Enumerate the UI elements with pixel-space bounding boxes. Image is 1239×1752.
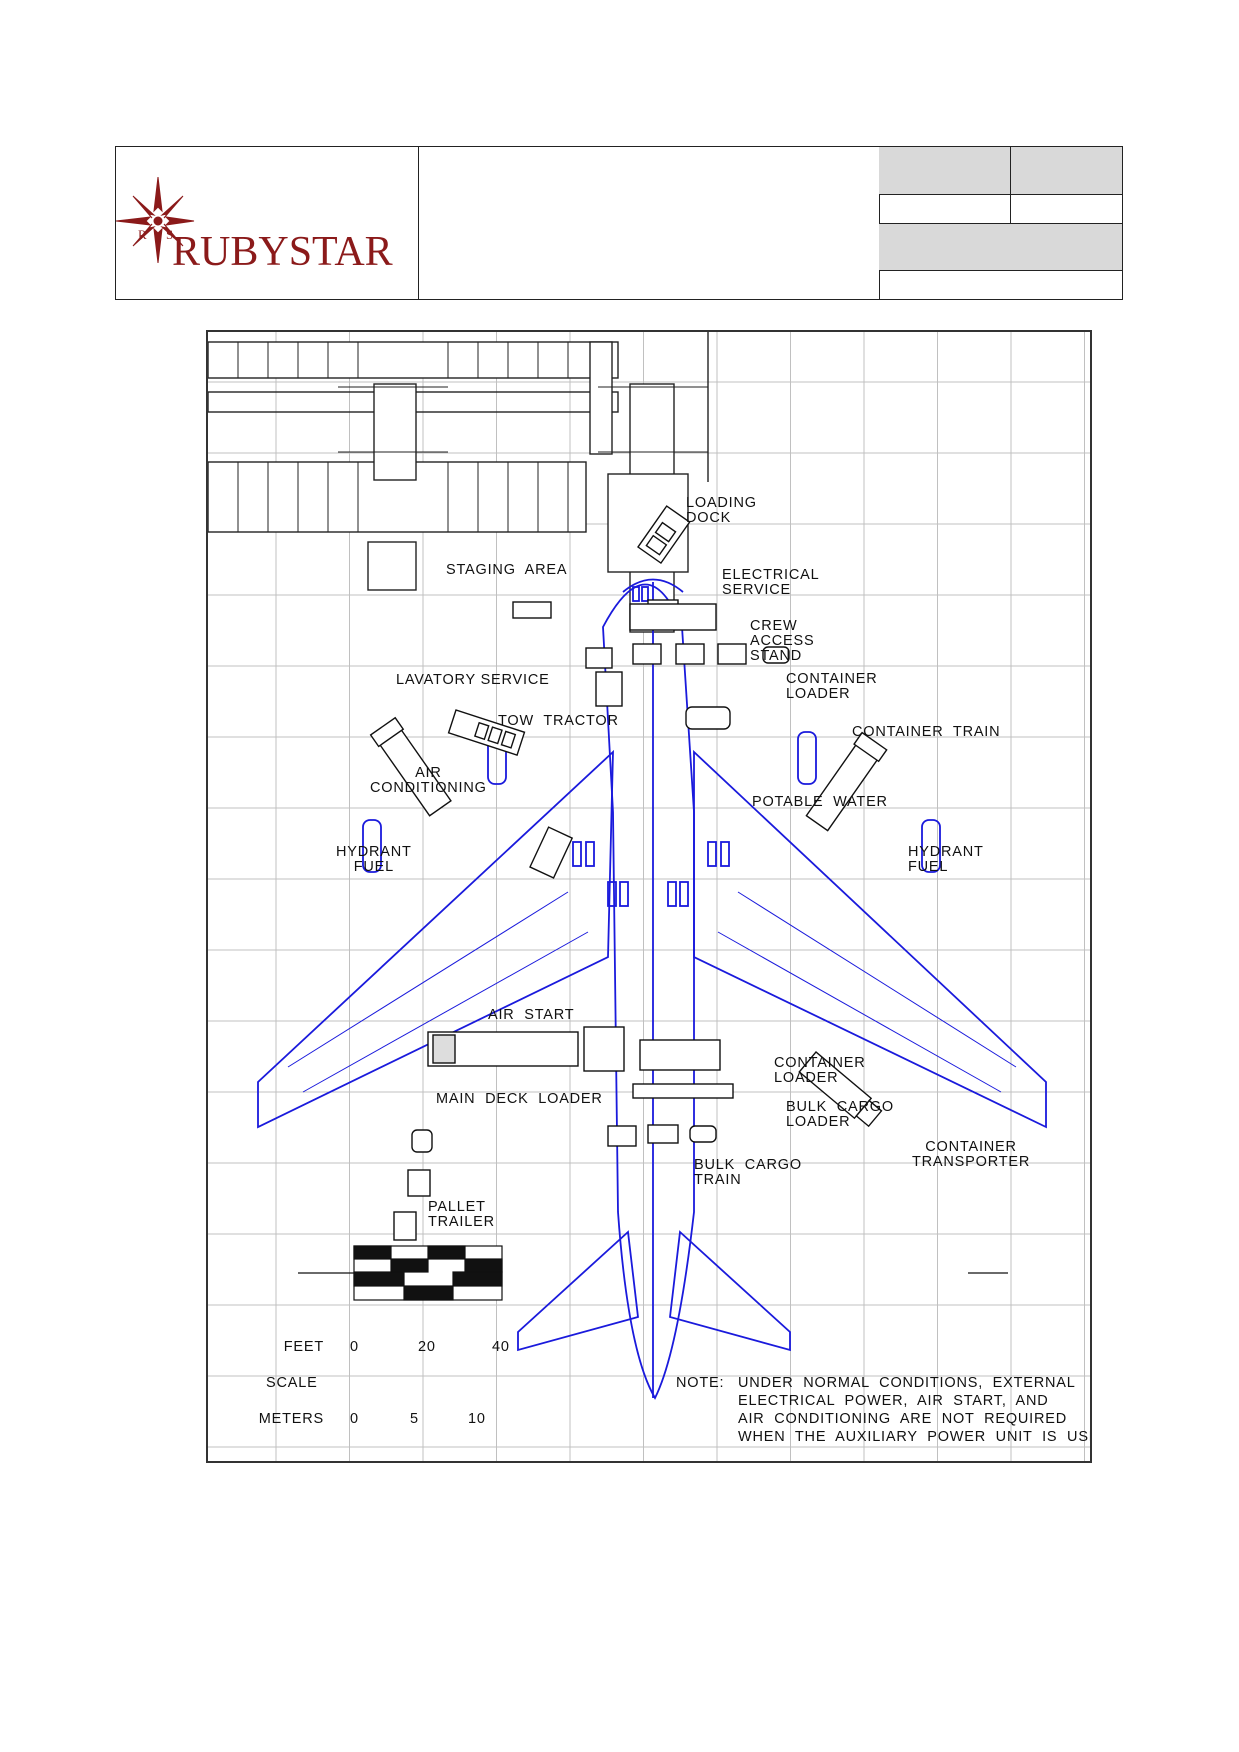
title-cell: [418, 147, 880, 299]
container-dolly-3: [717, 643, 747, 665]
staging-area-box: [367, 541, 417, 591]
note-line-4: WHEN THE AUXILIARY POWER UNIT IS USED.: [738, 1429, 1092, 1445]
logo-initial-r: R: [138, 227, 147, 242]
note-line-1: UNDER NORMAL CONDITIONS, EXTERNAL: [738, 1375, 1076, 1391]
brand-name: RUBYSTAR: [172, 229, 393, 275]
document-header: R S RUBYSTAR: [115, 146, 1123, 300]
label-container-loader-fwd: CONTAINER LOADER: [786, 671, 878, 702]
scale-meter-tick-5: 5: [410, 1411, 419, 1427]
label-staging-area: STAGING AREA: [446, 562, 568, 578]
scale-meter-tick-0: 0: [350, 1411, 359, 1427]
aircraft-outline: [257, 578, 1047, 1400]
air-start-unit: [529, 826, 574, 879]
container-dolly-2: [675, 643, 705, 665]
hydrant-fuel-right: [805, 731, 888, 832]
ground-servicing-diagram: LOADING DOCK STAGING AREA ELECTRICAL SER…: [206, 330, 1092, 1463]
note-line-3: AIR CONDITIONING ARE NOT REQUIRED: [738, 1411, 1068, 1427]
ground-equipment: [369, 505, 888, 1241]
label-container-transporter: CONTAINER TRANSPORTER: [912, 1139, 1031, 1170]
label-electrical-service: ELECTRICAL SERVICE: [722, 567, 820, 598]
ref-box-2a: [879, 195, 1011, 224]
scale-feet-tick-0: 0: [350, 1339, 359, 1355]
electrical-service-unit: [637, 505, 691, 565]
right-stabilizer: [669, 1230, 791, 1352]
label-hydrant-fuel-right: HYDRANT FUEL: [908, 844, 984, 875]
container-dolly-1: [632, 643, 662, 665]
note-line-2: ELECTRICAL POWER, AIR START, AND: [738, 1393, 1049, 1409]
ref-box-1b: [1011, 147, 1122, 195]
container-transporter: [798, 1051, 883, 1128]
note-prefix: NOTE:: [676, 1375, 725, 1391]
tow-tractor: [585, 647, 613, 669]
main-deck-loader-cab: [583, 1026, 625, 1072]
left-stabilizer: [517, 1230, 639, 1352]
jetway-cab-left: [373, 383, 417, 481]
scale-meter-tick-10: 10: [468, 1411, 486, 1427]
label-loading-dock: LOADING DOCK: [686, 495, 757, 526]
pallet-trailer-2: [393, 1211, 417, 1241]
reference-cell: [879, 147, 1122, 299]
fuselage: [602, 583, 695, 1400]
hydrant-fuel-left: [369, 716, 452, 817]
ref-box-4: [879, 271, 1122, 299]
label-air-conditioning: AIR CONDITIONING: [370, 765, 487, 796]
label-container-loader-aft: CONTAINER LOADER: [774, 1055, 866, 1086]
scale-label: SCALE: [266, 1375, 318, 1391]
scale-feet-tick-40: 40: [492, 1339, 510, 1355]
terminal-structures: [208, 332, 709, 633]
right-wing: [693, 749, 1047, 1129]
left-wing: [257, 749, 614, 1129]
label-main-deck-loader: MAIN DECK LOADER: [436, 1091, 603, 1107]
ref-box-2b: [1011, 195, 1122, 224]
scale-meters-label: METERS: [258, 1411, 324, 1427]
logo-initial-s: S: [166, 227, 173, 242]
air-conditioning-unit: [447, 709, 526, 756]
bulk-cargo-loader: [632, 1083, 734, 1099]
container-loader-fwd: [629, 603, 717, 631]
container-loader-aft: [639, 1039, 721, 1071]
dock-post: [589, 341, 613, 455]
rubystar-logo: R S RUBYSTAR: [116, 177, 393, 275]
jetway-upper: [208, 341, 619, 379]
lavatory-truck: [512, 601, 552, 619]
label-tow-tractor: TOW TRACTOR: [498, 713, 619, 729]
label-potable-water: POTABLE WATER: [752, 794, 888, 810]
jetway-segments: [237, 342, 708, 532]
bulk-cargo-dolly: [607, 1125, 637, 1147]
logo-cell: R S RUBYSTAR: [116, 147, 419, 299]
bulk-cargo-dolly-2: [647, 1124, 679, 1144]
diagram-canvas: [208, 332, 1090, 1461]
pallet-trailer-tractor: [411, 1129, 433, 1153]
scale-feet-tick-20: 20: [418, 1339, 436, 1355]
ref-box-1a: [879, 147, 1011, 195]
label-lavatory-service: LAVATORY SERVICE: [396, 672, 550, 688]
label-bulk-cargo-train: BULK CARGO TRAIN: [694, 1157, 802, 1188]
label-crew-access-stand: CREW ACCESS STAND: [750, 618, 815, 664]
label-air-start: AIR START: [488, 1007, 575, 1023]
label-container-train: CONTAINER TRAIN: [852, 724, 1001, 740]
label-hydrant-fuel-left: HYDRANT FUEL: [336, 844, 412, 875]
scale-feet-label: FEET: [283, 1339, 324, 1355]
label-pallet-trailer: PALLET TRAILER: [428, 1199, 495, 1230]
compass-star-icon: [116, 177, 195, 264]
ref-box-3: [879, 224, 1122, 271]
container-tractor: [762, 646, 790, 664]
bulk-cargo-tractor: [689, 1125, 717, 1143]
label-bulk-cargo-loader: BULK CARGO LOADER: [786, 1099, 894, 1130]
pallet-trailer-1: [407, 1169, 431, 1197]
tow-bar: [595, 671, 623, 707]
scale-bar: [298, 1245, 503, 1301]
potable-water-truck: [685, 706, 731, 730]
